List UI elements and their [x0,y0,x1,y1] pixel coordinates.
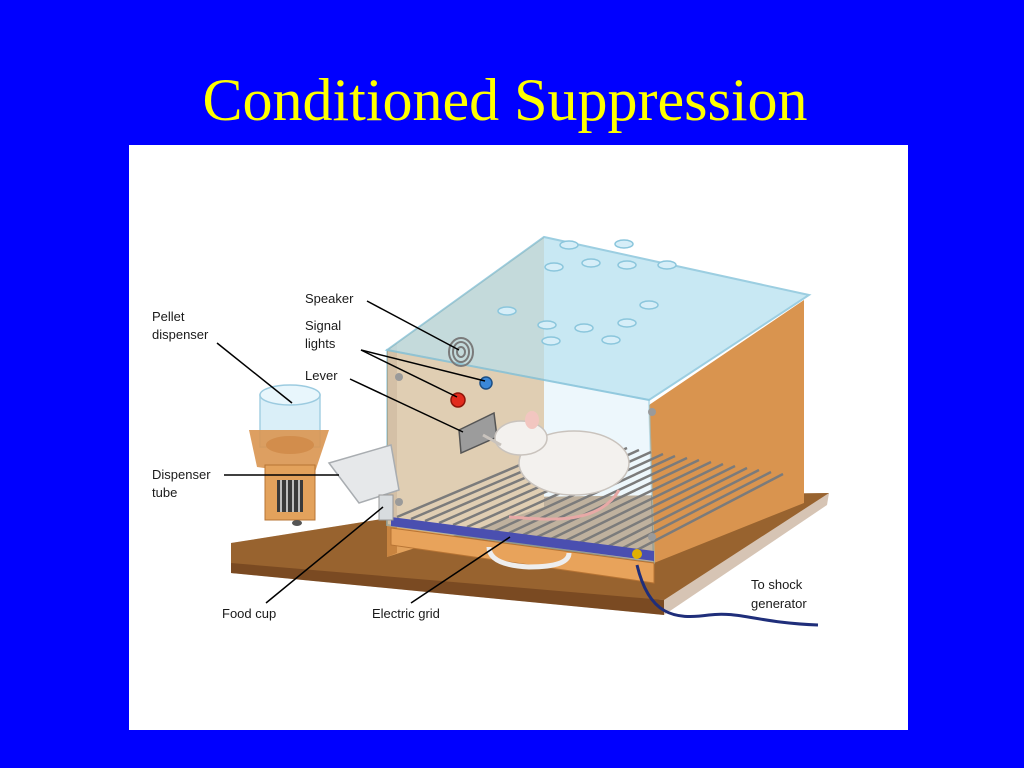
pellet-dispenser [249,384,329,526]
label-pellet-dispenser-line2: dispenser [152,327,209,342]
label-dispenser-tube-line2: tube [152,485,178,500]
rat [482,411,630,521]
signal-light-blue [479,376,493,390]
shock-cable [635,564,819,627]
food-cup [378,494,394,521]
skinner-box-diagram: Speaker Signal lights Lever Pellet dispe… [129,145,908,730]
label-electric-grid: Electric grid [372,606,440,621]
label-signal-lights-line2: lights [305,336,336,351]
dispenser-tube [327,444,400,504]
drawer-handle [486,546,572,570]
apparatus-illustration [216,235,829,627]
label-dispenser-tube-line1: Dispenser [152,467,211,482]
label-food-cup: Food cup [222,606,277,621]
label-speaker: Speaker [305,291,354,306]
speaker [448,337,474,367]
leader-lines [216,300,511,604]
drawer [390,527,655,584]
label-shock-line2: generator [751,596,807,611]
slide-title: Conditioned Suppression [202,67,808,133]
label-lever: Lever [305,368,338,383]
label-pellet-dispenser-line1: Pellet [152,309,185,324]
label-signal-lights-line1: Signal [305,318,342,333]
label-shock-line1: To shock [751,577,803,592]
